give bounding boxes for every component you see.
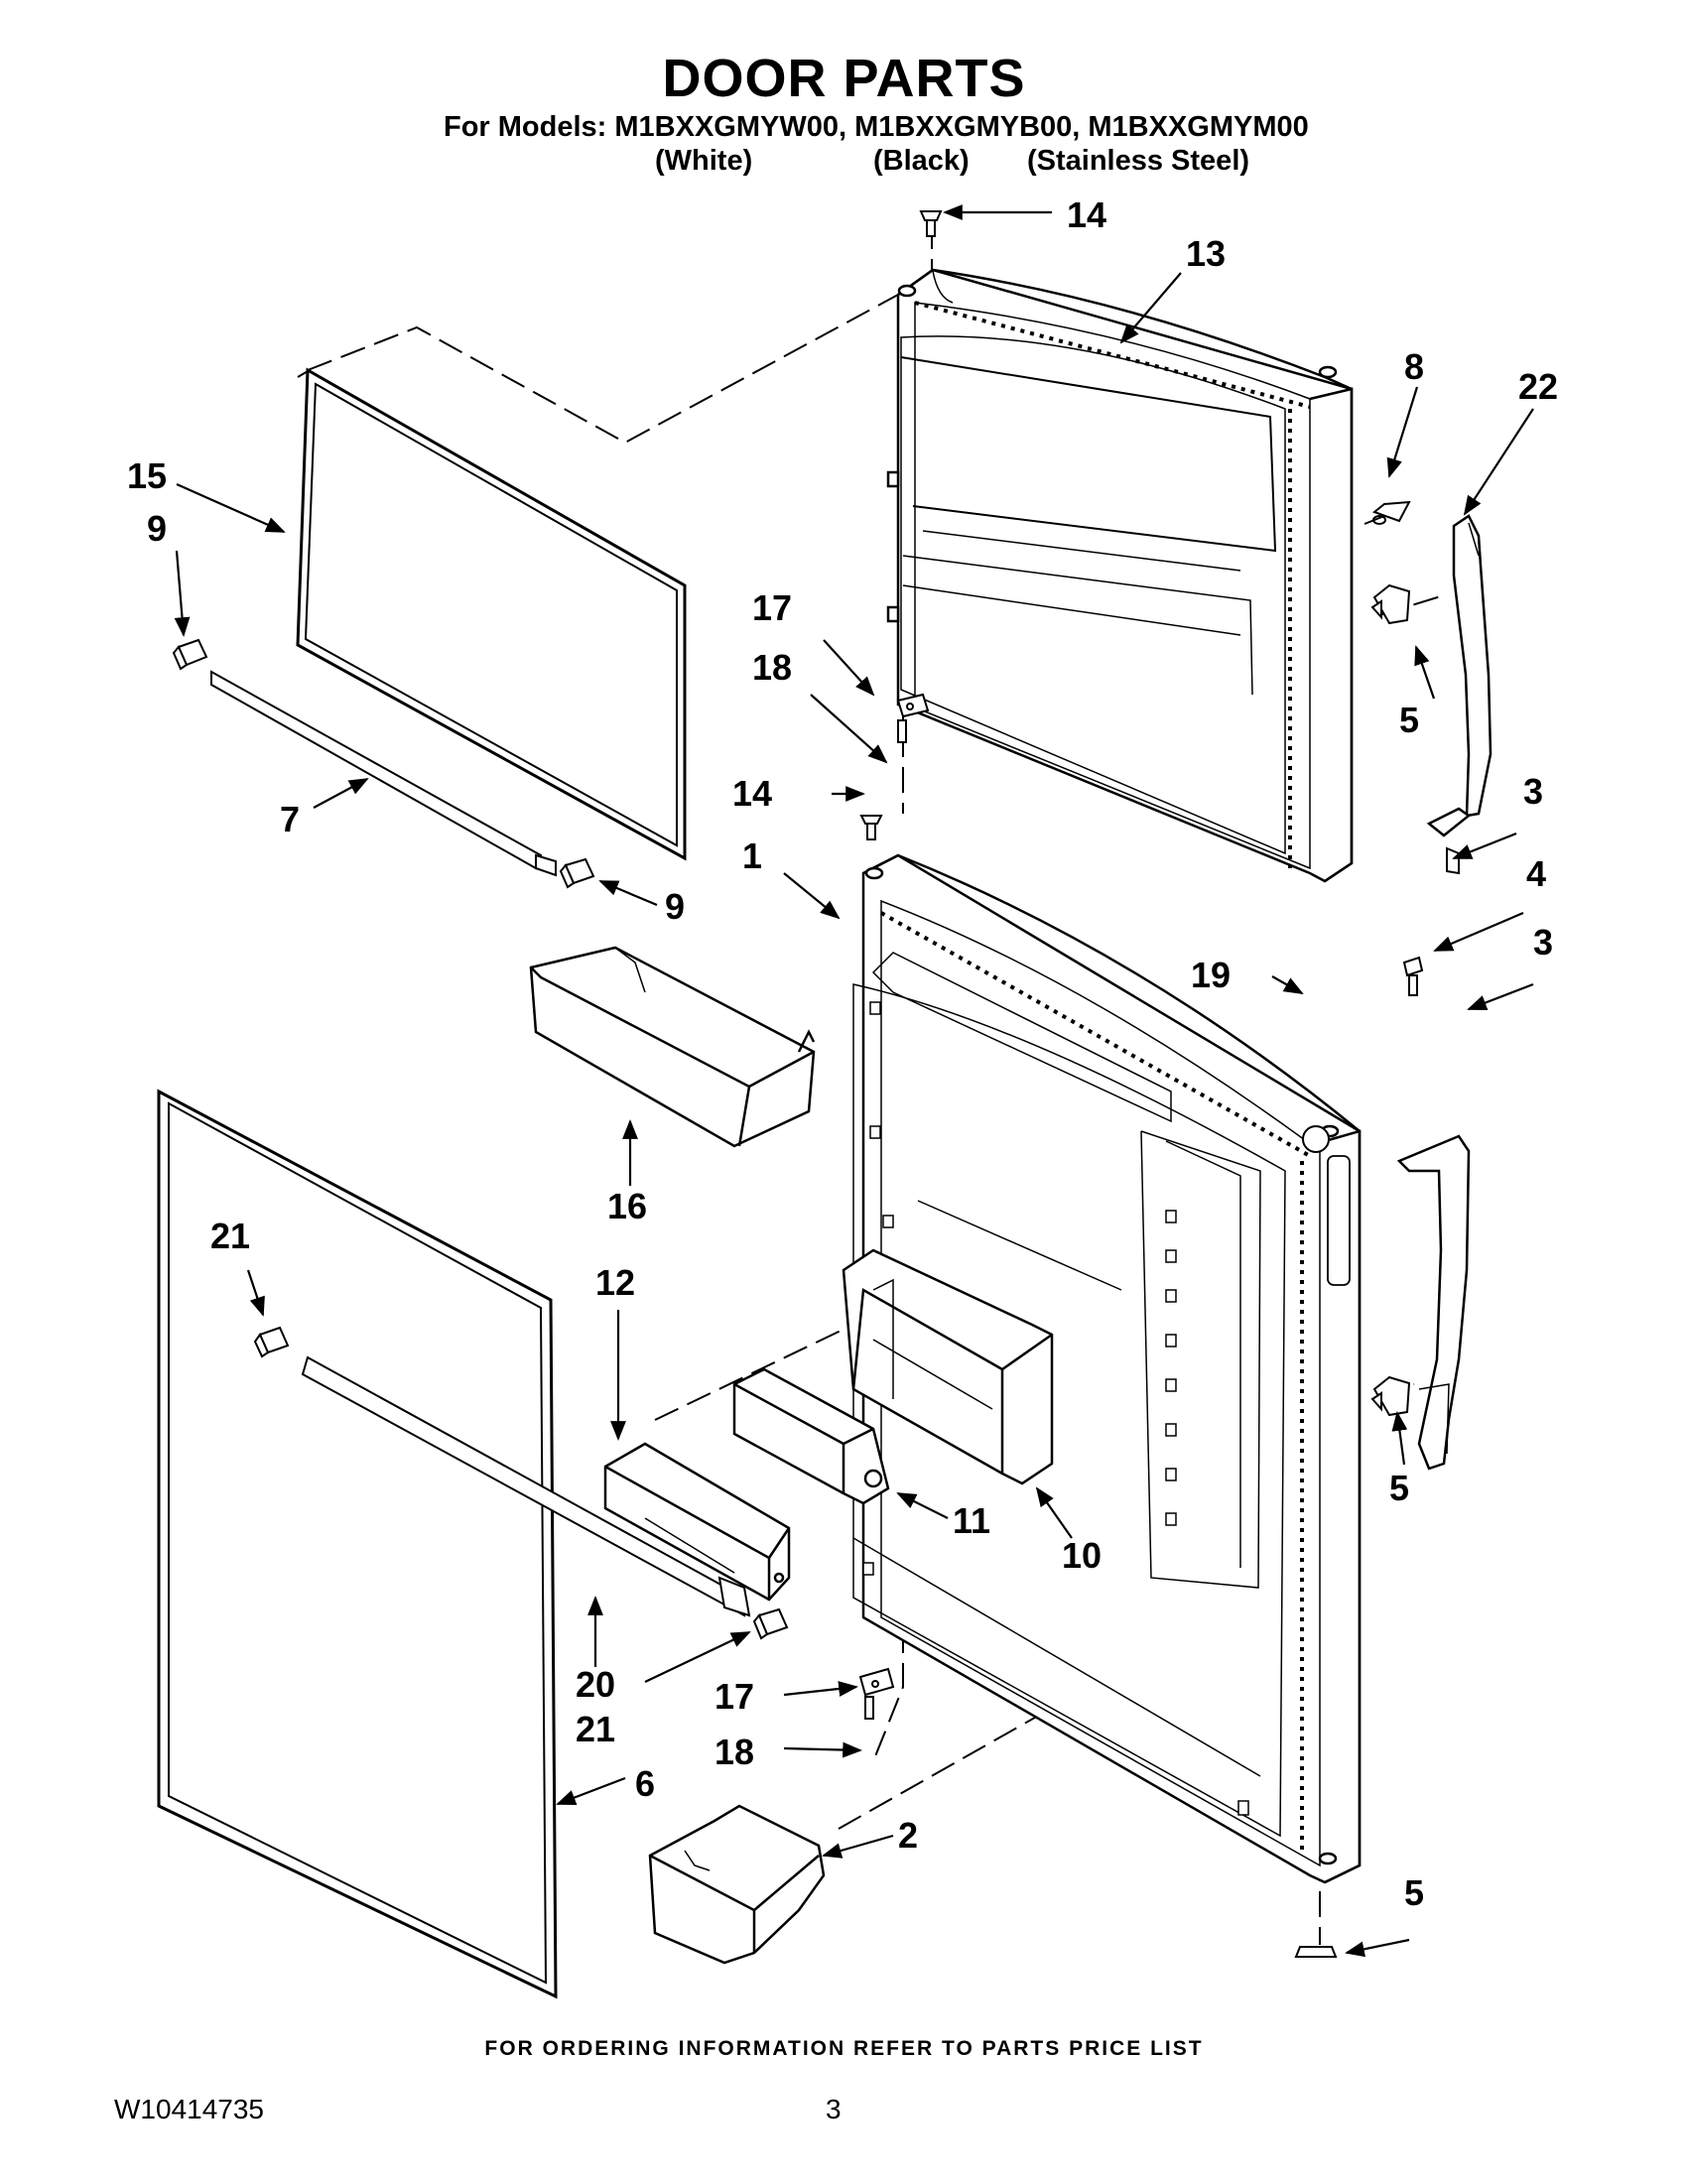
callout-18-lower: 18 (714, 1732, 754, 1772)
callout-4: 4 (1526, 853, 1546, 894)
page-number: 3 (826, 2094, 842, 2124)
page-title: DOOR PARTS (662, 49, 1026, 108)
callout-13: 11 (953, 1500, 990, 1541)
ordering-note: FOR ORDERING INFORMATION REFER TO PARTS … (484, 2037, 1204, 2060)
freezer-handle (1426, 514, 1493, 837)
callout-5-upper: 5 (1399, 700, 1419, 740)
callout-11: 13 (1186, 233, 1226, 274)
callout-14-mid: 14 (732, 773, 772, 814)
freezer-door-gasket (296, 367, 687, 861)
callout-21-upper: 21 (210, 1216, 250, 1256)
freezer-door (886, 268, 1354, 883)
hardware-parts (858, 210, 1460, 1958)
freezer-trim-strip (210, 670, 557, 877)
callout-5-mid: 5 (1389, 1468, 1409, 1508)
callout-1: 1 (742, 835, 762, 876)
fresh-food-trim-strip (301, 1355, 751, 1617)
callout-6: 6 (635, 1763, 655, 1804)
callout-22: 22 (1518, 366, 1558, 407)
callout-5-lower: 5 (1404, 1872, 1424, 1913)
document-number: W10414735 (114, 2094, 265, 2124)
callout-20: 20 (576, 1664, 615, 1705)
variant-white: (White) (655, 145, 753, 177)
variant-stainless: (Stainless Steel) (1027, 145, 1250, 177)
models-line: For Models: M1BXXGMYW00, M1BXXGMYB00, M1… (444, 111, 1309, 143)
callout-17-upper: 17 (752, 587, 792, 628)
dairy-bin (732, 1367, 890, 1505)
callout-arrows (174, 204, 1534, 1958)
trim-clips-21 (253, 1326, 789, 1640)
callout-18-upper: 18 (752, 647, 792, 688)
callout-19: 19 (1191, 955, 1231, 995)
dairy-bin-door (842, 1248, 1054, 1485)
fresh-food-door-gasket (157, 1089, 558, 1999)
callout-3-lower: 3 (1533, 922, 1553, 963)
callout-16: 16 (607, 1186, 647, 1226)
callout-2: 2 (898, 1815, 918, 1856)
lower-door-bin (648, 1804, 826, 1965)
callout-8: 8 (1404, 346, 1424, 387)
callout-7: 7 (280, 799, 300, 839)
dairy-bin-cover (603, 1442, 791, 1602)
variant-black: (Black) (873, 145, 970, 177)
callout-15: 15 (127, 455, 167, 496)
callout-21-lower: 21 (576, 1709, 615, 1749)
callout-9-right: 9 (665, 886, 685, 927)
callout-17-lower: 17 (714, 1676, 754, 1717)
callout-9-left: 9 (147, 508, 167, 549)
callout-labels: 14 13 8 22 15 9 17 18 5 7 14 3 1 9 4 3 1… (127, 194, 1558, 1913)
door-bin (529, 946, 816, 1148)
callout-3-upper: 3 (1523, 771, 1543, 812)
callout-12: 12 (595, 1262, 635, 1303)
trim-clips (172, 638, 595, 889)
callout-10: 10 (1062, 1535, 1102, 1576)
fresh-food-door (852, 853, 1362, 1884)
callout-14-top: 14 (1067, 194, 1106, 235)
fresh-food-handle (1396, 1134, 1471, 1471)
